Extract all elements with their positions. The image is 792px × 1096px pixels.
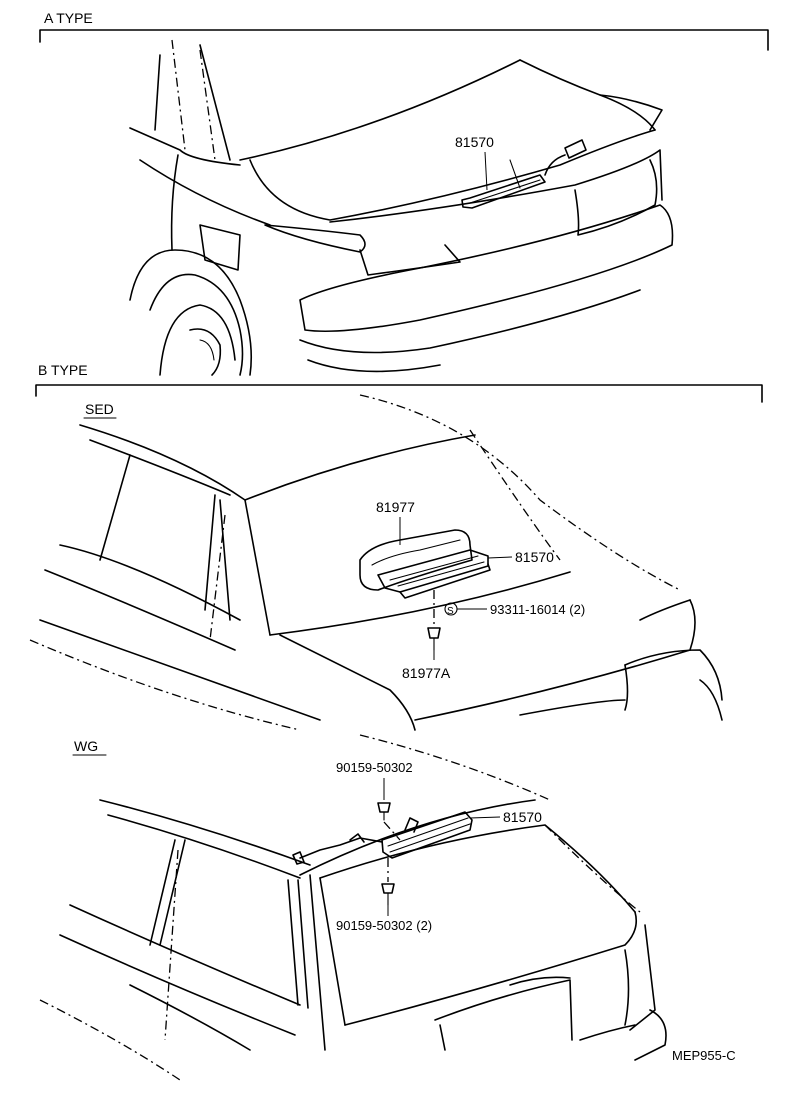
wg-heading: WG [74,738,98,754]
b-type-heading: B TYPE [38,362,88,378]
diagram-code: MEP955-C [672,1048,736,1063]
sed-screw-label: 93311-16014 (2) [490,602,585,617]
wagon-car-rear [39,734,667,1081]
a-type-bracket [39,29,769,51]
b-type-bracket [35,384,763,403]
sed-lamp-leader [487,556,513,559]
a-type-car-rear [129,39,674,376]
sed-heading: SED [85,401,114,417]
wg-top-bolt-label: 90159-50302 [336,760,413,775]
sed-clip-label: 81977A [402,665,451,681]
wg-lamp-label: 81570 [503,809,542,825]
wg-bottom-bolt-label: 90159-50302 (2) [336,918,432,933]
wg-lamp-leader [469,816,501,819]
screw-symbol: S [447,606,454,617]
a-type-section: A TYPE [39,10,769,376]
a-type-heading: A TYPE [44,10,93,26]
sed-lamp-label: 81570 [515,549,554,565]
wagon-lamp-assembly [292,802,473,906]
a-type-lamp-leader [484,151,488,191]
sedan-car-rear [29,394,723,731]
sed-cover-label: 81977 [376,499,415,515]
a-type-lamp-label: 81570 [455,134,494,150]
sedan-lamp-assembly: S [359,529,491,651]
b-type-section: B TYPE SED [29,362,763,1081]
